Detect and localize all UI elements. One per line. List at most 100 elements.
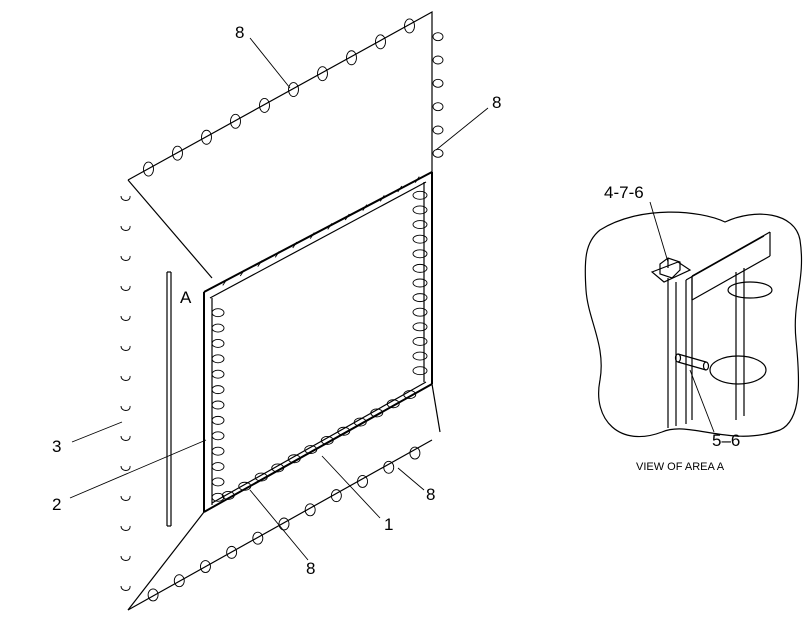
curtain-hook xyxy=(120,225,131,231)
frame-hook xyxy=(327,223,333,230)
top-curtain-rings xyxy=(143,18,415,177)
frame-ring xyxy=(254,472,268,482)
rod xyxy=(166,271,172,527)
curtain-ring xyxy=(200,560,211,573)
callout-8-lower-right: 8 xyxy=(426,485,435,504)
frame-ring xyxy=(211,400,225,410)
curtain-ring xyxy=(409,446,421,460)
curtain-hook xyxy=(120,555,131,561)
curtain-ring xyxy=(432,125,444,135)
frame-ring xyxy=(304,445,318,455)
curtain-hook xyxy=(120,255,131,261)
curtain-ring xyxy=(278,517,290,531)
frame-hook xyxy=(239,269,245,277)
frame-ring xyxy=(412,234,428,244)
frame-ring xyxy=(320,435,334,445)
frame-ring xyxy=(211,492,225,502)
frame-left-rings xyxy=(211,308,225,502)
frame-hook xyxy=(344,213,350,221)
frame-ring xyxy=(412,205,428,215)
frame-top-hooks xyxy=(222,176,420,286)
curtain-ring xyxy=(375,34,386,50)
callout-1: 1 xyxy=(384,515,393,534)
frame-ring xyxy=(211,354,225,364)
lower-curtain-panel xyxy=(127,383,441,611)
frame-ring xyxy=(238,481,252,491)
callout-8-bottom: 8 xyxy=(306,559,315,578)
frame-ring xyxy=(412,366,428,376)
frame-ring xyxy=(412,293,428,303)
left-curtain-rings xyxy=(120,195,131,591)
area-a-label: A xyxy=(180,288,192,307)
frame-hook xyxy=(414,176,420,183)
curtain-ring xyxy=(143,161,154,177)
lower-curtain-rings xyxy=(147,446,421,602)
detail-caption: VIEW OF AREA A xyxy=(636,461,725,473)
curtain-hook xyxy=(120,585,131,591)
curtain-ring xyxy=(226,545,238,559)
frame-ring xyxy=(211,308,225,318)
frame-ring xyxy=(221,490,235,500)
curtain-hook xyxy=(120,465,131,471)
curtain-ring xyxy=(147,588,159,602)
frame-ring xyxy=(370,408,384,418)
frame-ring xyxy=(412,190,428,200)
curtain-ring xyxy=(432,78,444,88)
curtain-hook xyxy=(120,345,131,351)
frame-ring xyxy=(211,446,225,456)
curtain-ring xyxy=(432,55,444,65)
frame-ring xyxy=(211,323,225,333)
frame-hook xyxy=(309,232,315,239)
callout-8-right: 8 xyxy=(492,93,501,112)
top-right-rings xyxy=(432,32,444,158)
frame-hook xyxy=(222,279,228,286)
frame-hook xyxy=(362,204,368,211)
frame-ring xyxy=(412,263,428,273)
frame-hook xyxy=(379,195,385,202)
curtain-ring xyxy=(259,97,270,113)
callout-4-7-6: 4-7-6 xyxy=(604,183,644,202)
frame-ring xyxy=(412,307,428,317)
frame-bottom-rings xyxy=(221,390,417,500)
frame-right-rings xyxy=(412,190,428,376)
callout-8-top: 8 xyxy=(235,23,244,42)
curtain-ring xyxy=(304,503,316,517)
frame-ring xyxy=(412,249,428,259)
curtain-ring xyxy=(357,475,368,488)
callout-3: 3 xyxy=(52,437,61,456)
curtain-hook xyxy=(120,195,131,201)
callout-2: 2 xyxy=(52,495,61,514)
frame-hook xyxy=(274,251,280,258)
curtain-ring xyxy=(432,148,444,158)
frame-ring xyxy=(412,351,428,361)
detail-view xyxy=(584,201,803,438)
frame-ring xyxy=(211,462,225,471)
curtain-hook xyxy=(120,435,131,441)
frame-ring xyxy=(211,385,225,395)
frame-ring xyxy=(287,454,301,464)
curtain-hook xyxy=(120,405,131,411)
frame-ring xyxy=(211,431,225,441)
curtain-ring xyxy=(201,129,212,145)
curtain-ring xyxy=(288,82,299,98)
frame-ring xyxy=(403,390,417,400)
curtain-hook xyxy=(120,285,131,291)
curtain-ring xyxy=(330,489,342,503)
curtain-ring xyxy=(383,460,395,474)
curtain-ring xyxy=(252,531,264,545)
leader-lines xyxy=(69,37,489,561)
frame-ring xyxy=(211,415,225,425)
curtain-ring xyxy=(173,574,185,588)
curtain-ring xyxy=(230,113,241,129)
frame-ring xyxy=(353,417,367,427)
curtain-hook xyxy=(120,495,131,501)
frame-ring xyxy=(386,399,400,409)
curtain-hook xyxy=(120,525,131,531)
top-curtain-panel xyxy=(127,10,444,279)
frame-ring xyxy=(271,463,285,473)
frame-hook xyxy=(397,185,403,193)
frame-ring xyxy=(412,337,428,346)
curtain-ring xyxy=(172,145,183,161)
